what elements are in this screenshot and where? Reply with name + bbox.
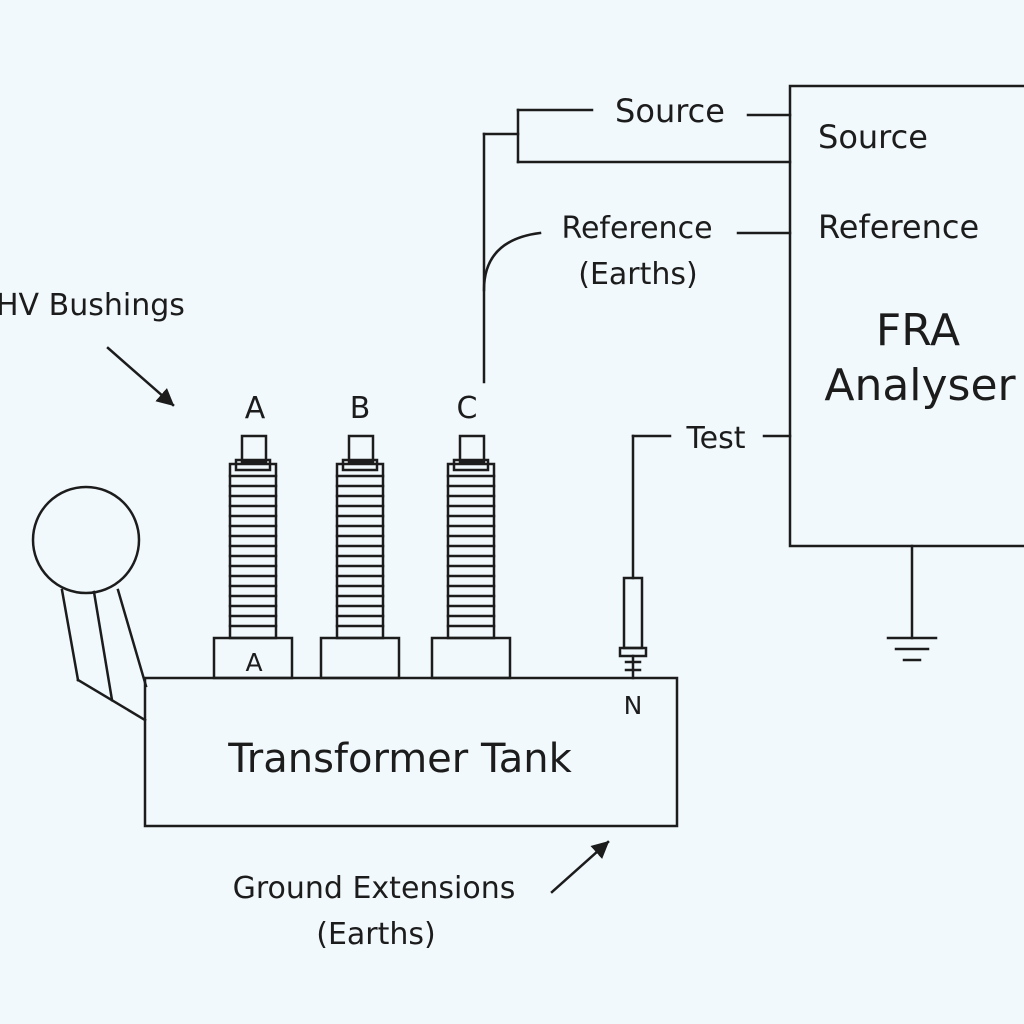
ground-extensions-arrow [550,840,610,894]
fra-analyser-box [788,84,1024,548]
transformer-tank-label: Transformer Tank [227,736,572,782]
analyser-title-line1: FRA [876,305,960,356]
analyser-ground-symbol [886,544,938,662]
source-lead [482,108,792,384]
neutral-bushing [618,576,648,680]
hv-bushings-label: HV Bushings [0,288,185,323]
reference-wire-label-line2: (Earths) [578,257,698,292]
ground-extensions-label-line2: (Earths) [316,917,436,952]
source-wire-label: Source [615,92,725,130]
bushing-b [319,434,401,680]
analyser-title-line2: Analyser [824,360,1016,411]
neutral-label: N [624,691,643,720]
phase-c-label: C [457,391,478,426]
bushing-a [212,434,294,680]
conservator-tank [31,485,141,595]
bushing-c [430,434,512,680]
phase-b-label: B [350,391,371,426]
phase-a-label: A [245,391,266,426]
analyser-source-port: Source [818,118,928,156]
bushing-a-base-label: A [245,648,262,677]
reference-wire-label-line1: Reference [561,211,712,246]
analyser-reference-port: Reference [818,208,979,246]
transformer-tank [143,676,679,828]
ground-extensions-label-line1: Ground Extensions [233,871,516,906]
reference-lead [482,231,792,292]
test-lead [631,434,792,580]
hv-bushings-arrow [106,346,175,407]
conservator-pipe [60,588,148,722]
test-wire-label: Test [685,421,745,456]
